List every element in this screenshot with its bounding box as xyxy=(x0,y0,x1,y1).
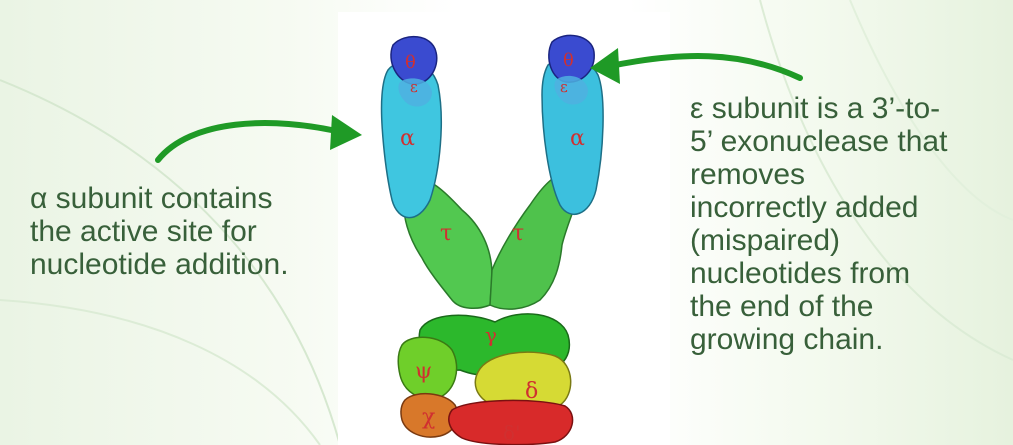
alpha-label-left: α xyxy=(400,126,415,151)
delta-prime-label: δ' xyxy=(503,421,521,445)
tau-label-left: τ xyxy=(440,221,452,246)
theta-label-right: θ xyxy=(563,50,574,71)
chi-label: χ xyxy=(422,405,435,430)
alpha-subunit-caption: α subunit contains the active site for n… xyxy=(30,182,340,281)
arrow-to-epsilon xyxy=(610,56,800,78)
gamma-label: γ xyxy=(485,323,497,347)
theta-label-left: θ xyxy=(405,52,416,73)
epsilon-label-right: ε xyxy=(560,78,568,96)
alpha-label-right: α xyxy=(570,126,585,151)
epsilon-label-left: ε xyxy=(410,78,418,96)
psi-label: ψ xyxy=(415,359,432,384)
arrow-to-alpha xyxy=(158,123,345,160)
tau-label-right: τ xyxy=(512,221,524,246)
delta-label: δ xyxy=(525,379,538,404)
arrow-to-alpha-head xyxy=(330,115,362,150)
epsilon-subunit-caption: ε subunit is a 3’-to- 5’ exonuclease tha… xyxy=(690,92,1010,356)
